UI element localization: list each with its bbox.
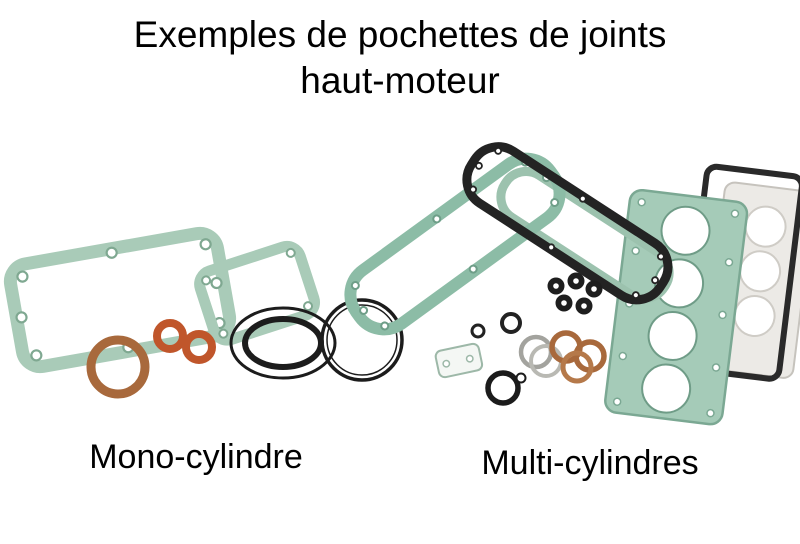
mono-cylinder-label: Mono-cylindre <box>89 438 303 476</box>
valve-stem-seals <box>547 272 603 315</box>
o-ring-large <box>320 298 404 382</box>
o-ring-small <box>500 312 522 334</box>
orange-seal <box>153 319 187 353</box>
page-title-line1: Exemples de pochettes de joints <box>133 14 667 55</box>
tiny-o-ring <box>515 372 527 384</box>
small-cover-gasket <box>194 240 320 346</box>
o-ring-large-inner <box>326 304 398 376</box>
rubber-seal-ring <box>485 370 521 406</box>
orange-seal <box>182 330 216 364</box>
o-ring <box>229 306 337 380</box>
mono-cylinder-gasket-set-photo <box>3 226 404 399</box>
multi-cylinder-label: Multi-cylindres <box>481 444 699 482</box>
copper-washer <box>560 350 594 384</box>
multi-cylinder-head-gasket <box>604 188 749 426</box>
o-ring-small <box>470 323 486 339</box>
page-title-line2: haut-moteur <box>300 59 500 101</box>
copper-washer <box>86 335 150 399</box>
page-title: Exemples de pochettes de joints haut-mot… <box>0 12 800 104</box>
multi-cylinder-gasket-set-photo <box>344 142 800 426</box>
rocker-cover-gasket-black <box>462 142 673 305</box>
small-plate-gasket <box>434 342 484 379</box>
